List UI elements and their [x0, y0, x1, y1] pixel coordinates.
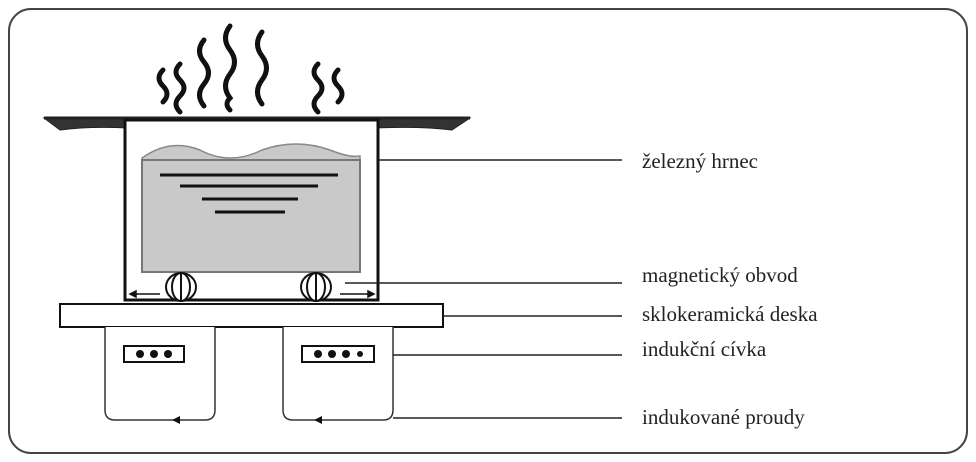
liquid	[141, 143, 361, 273]
induction-coil	[123, 345, 375, 363]
label-magnetic-circuit: magnetický obvod	[642, 263, 798, 287]
label-induced-currents: indukované proudy	[642, 405, 805, 429]
ceramic-plate	[59, 303, 444, 328]
flux-arrow-icon	[128, 289, 376, 299]
leader-lines	[345, 159, 622, 419]
steam-icon	[156, 23, 345, 115]
pot-rim	[42, 117, 472, 131]
label-ceramic-plate: sklokeramická deska	[642, 302, 818, 326]
magnetic-loop-icon	[165, 272, 332, 302]
label-pot: železný hrnec	[642, 149, 758, 173]
induced-current-arrow-icon	[172, 416, 322, 424]
label-induction-coil: indukční cívka	[642, 337, 767, 361]
